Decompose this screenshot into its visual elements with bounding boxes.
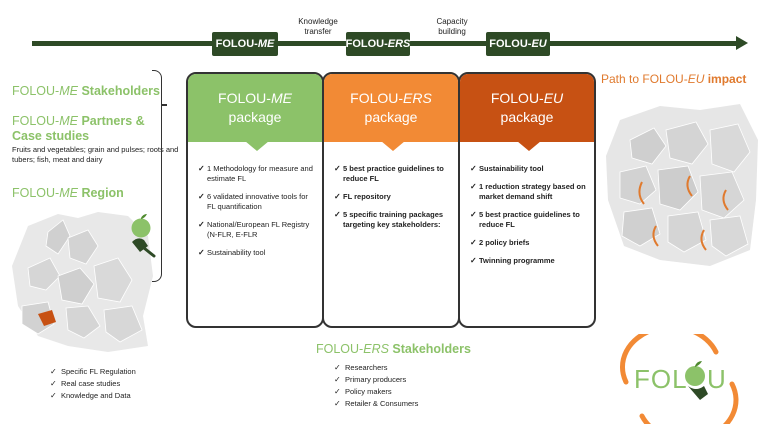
eu-impact-em: EU: [687, 72, 705, 86]
ers-stakeholders-em: ERS: [363, 342, 389, 356]
stage-ers-suffix: ERS: [387, 38, 411, 50]
stage-folou-eu: FOLOU-EU: [486, 32, 550, 56]
package-eu-tail: [517, 141, 541, 151]
list-item: Primary producers: [334, 374, 418, 386]
package-me-title-prefix: FOLOU-: [218, 90, 271, 106]
package-me-subtitle: package: [228, 109, 282, 125]
logo-apple: [685, 366, 705, 386]
eu-impact-suffix: impact: [704, 72, 747, 86]
step2-line2: building: [438, 27, 466, 36]
ers-stakeholders-suffix: Stakeholders: [388, 342, 471, 356]
ers-stakeholders-prefix: FOLOU-: [316, 342, 364, 356]
list-item: Researchers: [334, 362, 418, 374]
me-region-heading: FOLOU-ME Region: [12, 186, 124, 201]
list-item: 1 reduction strategy based on market dem…: [470, 182, 586, 202]
list-item: FL repository: [334, 192, 450, 202]
me-stakeholders-suffix: Stakeholders: [77, 84, 160, 98]
stage-me-suffix: ME: [257, 38, 275, 50]
logo-text-right: U: [707, 364, 726, 394]
me-partners-line2: Case studies: [12, 129, 90, 143]
list-item: Knowledge and Data: [50, 390, 136, 402]
package-ers-title-prefix: FOLOU-: [350, 90, 404, 106]
me-partners-prefix: FOLOU-: [12, 114, 60, 128]
me-region-em: ME: [59, 186, 78, 200]
package-eu-title-prefix: FOLOU-: [490, 90, 544, 106]
list-item: 5 best practice guidelines to reduce FL: [334, 164, 450, 184]
me-stakeholders-em: ME: [59, 84, 78, 98]
package-me-header: FOLOU-ME package: [188, 74, 322, 142]
map-highlight-region: [38, 310, 56, 326]
list-item: Twinning programme: [470, 256, 586, 266]
list-item: Policy makers: [334, 386, 418, 398]
me-benefits-list: Specific FL Regulation Real case studies…: [50, 366, 136, 402]
stage-me-prefix: FOLOU-: [215, 38, 258, 50]
step-knowledge-transfer: Knowledge transfer: [290, 17, 346, 37]
timeline-arrow-head: [736, 36, 748, 50]
me-region-suffix: Region: [77, 186, 124, 200]
me-region-prefix: FOLOU-: [12, 186, 60, 200]
package-eu-header: FOLOU-EU package: [460, 74, 594, 142]
grouping-brace-tip: [161, 104, 167, 106]
ers-stakeholders-list: Researchers Primary producers Policy mak…: [334, 362, 418, 410]
stage-eu-prefix: FOLOU-: [489, 38, 532, 50]
eu-impact-heading: Path to FOLOU-EU impact: [601, 72, 746, 87]
me-partners-heading: FOLOU-ME Partners & Case studies: [12, 114, 145, 144]
package-ers-title-em: ERS: [403, 90, 432, 106]
stage-eu-suffix: EU: [531, 38, 547, 50]
stage-folou-ers: FOLOU-ERS: [346, 32, 410, 56]
folou-logo: FOL U: [606, 334, 752, 424]
ers-stakeholders-heading: FOLOU-ERS Stakeholders: [316, 342, 471, 357]
package-ers-header: FOLOU-ERS package: [324, 74, 458, 142]
list-item: 5 best practice guidelines to reduce FL: [470, 210, 586, 230]
list-item: 6 validated innovative tools for FL quan…: [198, 192, 314, 212]
eu-impact-prefix: Path to FOLOU-: [601, 72, 688, 86]
package-me: FOLOU-ME package 1 Methodology for measu…: [186, 72, 324, 328]
list-item: National/European FL Registry (N-FLR, E-…: [198, 220, 314, 240]
me-stakeholders-prefix: FOLOU-: [12, 84, 60, 98]
me-partners-suffix: Partners &: [77, 114, 145, 128]
package-ers-subtitle: package: [364, 109, 418, 125]
case-studies-text: Fruits and vegetables; grain and pulses;…: [12, 145, 179, 164]
step2-line1: Capacity: [436, 17, 468, 26]
package-me-tail: [245, 141, 269, 151]
stage-folou-me: FOLOU-ME: [212, 32, 278, 56]
package-eu-title-em: EU: [543, 90, 564, 106]
me-partners-em: ME: [59, 114, 78, 128]
step-capacity-building: Capacity building: [424, 17, 480, 37]
package-eu-list: Sustainability tool 1 reduction strategy…: [460, 142, 594, 266]
list-item: 2 policy briefs: [470, 238, 586, 248]
step1-line1: Knowledge: [298, 17, 338, 26]
list-item: 1 Methodology for measure and estimate F…: [198, 164, 314, 184]
list-item: Real case studies: [50, 378, 136, 390]
europe-map-right: [606, 104, 758, 266]
list-item: Specific FL Regulation: [50, 366, 136, 378]
logo-text-left: FOL: [634, 364, 688, 394]
package-me-title-em: ME: [270, 90, 292, 106]
package-ers: FOLOU-ERS package 5 best practice guidel…: [322, 72, 460, 328]
package-me-list: 1 Methodology for measure and estimate F…: [188, 142, 322, 258]
list-item: 5 specific training packages targeting k…: [334, 210, 450, 230]
europe-map-left: [12, 212, 153, 352]
apple-hand-icon: [131, 214, 156, 258]
list-item: Retailer & Consumers: [334, 398, 418, 410]
stage-ers-prefix: FOLOU-: [345, 38, 388, 50]
me-stakeholders-heading: FOLOU-ME Stakeholders: [12, 84, 160, 99]
package-eu: FOLOU-EU package Sustainability tool 1 r…: [458, 72, 596, 328]
list-item: Sustainability tool: [198, 248, 314, 258]
package-ers-list: 5 best practice guidelines to reduce FL …: [324, 142, 458, 230]
package-eu-subtitle: package: [500, 109, 554, 125]
step1-line2: transfer: [304, 27, 332, 36]
list-item: Sustainability tool: [470, 164, 586, 174]
package-ers-tail: [381, 141, 405, 151]
